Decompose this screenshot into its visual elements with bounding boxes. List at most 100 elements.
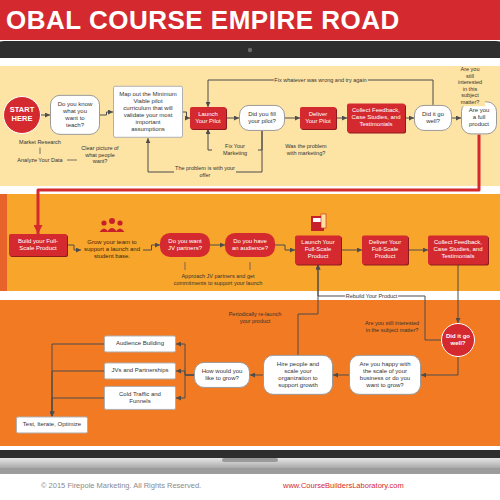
note-label: Clear picture of what people want? <box>77 145 123 165</box>
node-text: Collect Feedback, Case Studies, and Test… <box>431 239 485 260</box>
node-text: JVs and Partnerships <box>111 367 168 374</box>
flow-arrow <box>67 245 81 250</box>
node-text: Build your Full-Scale Product <box>12 238 64 252</box>
flow-arrow <box>52 398 104 416</box>
laptop-screen <box>0 58 500 450</box>
node-text: Are you a full product <box>468 107 490 128</box>
node-text: START HERE <box>7 106 37 124</box>
action-box: Launch Your Pilot <box>190 107 226 129</box>
node-text: Collect Feedback, Case Studies, and Test… <box>350 107 402 128</box>
step-box: Cold Traffic and Funnels <box>104 386 176 410</box>
node-text: Deliver Your Full-Scale Product <box>365 239 405 260</box>
node-text: Launch Your Pilot <box>193 111 223 125</box>
laptop-base <box>0 458 500 468</box>
node-text: Did it go well? <box>445 333 471 347</box>
action-box: Build your Full-Scale Product <box>9 234 67 256</box>
note-label: Was the problem with marketing? <box>279 143 333 156</box>
flow-arrow <box>210 245 225 246</box>
decision-oval: Are you happy with the scale of your bus… <box>349 355 421 395</box>
flow-arrow <box>275 245 295 250</box>
flow-arrow <box>458 265 459 323</box>
node-text: Did it go well? <box>421 111 445 125</box>
flow-arrow <box>143 245 160 250</box>
step-text: Grow your team to support a launch and s… <box>81 237 143 262</box>
note-label: Approach JV partners and get commitments… <box>165 273 271 286</box>
flow-arrow <box>176 371 194 375</box>
terminal-circle: START HERE <box>3 96 41 134</box>
pilot-band <box>0 66 500 186</box>
decision-oval: Did you fill your pilot? <box>239 105 285 131</box>
note-label: Are you still interested in the subject … <box>362 320 422 333</box>
title: OBAL COURSE EMPIRE ROAD <box>6 5 400 36</box>
node-text: Map out the Minimum Viable pilot curricu… <box>119 91 177 133</box>
node-text: Cold Traffic and Funnels <box>110 391 170 405</box>
step-box: Map out the Minimum Viable pilot curricu… <box>113 86 183 138</box>
band-edge <box>0 194 7 291</box>
note-label: Are you still interested in this subject… <box>455 66 485 106</box>
flow-arrow <box>100 112 113 115</box>
flow-arrow <box>52 371 104 416</box>
node-text: Hire people and scale your organization … <box>270 361 326 389</box>
flow-arrow <box>405 118 414 119</box>
decision-oval: Do you know what you want to teach? <box>50 95 100 135</box>
edge-label: Fix whatever was wrong and try again <box>273 77 367 84</box>
node-text: Deliver Your Pilot <box>303 111 333 125</box>
edge-label: Rebuild Your Product <box>345 293 399 300</box>
node-text: Audience Building <box>116 340 164 347</box>
decision-oval: Hire people and scale your organization … <box>263 355 333 395</box>
flow-arrow <box>298 265 318 355</box>
flow-arrow <box>176 344 194 375</box>
action-box: Collect Feedback, Case Studies, and Test… <box>347 103 405 132</box>
action-box: Launch Your Full-Scale Product <box>295 235 341 264</box>
note-label: Periodically re-launch your product <box>223 311 287 324</box>
title-banner <box>0 0 500 40</box>
note-label: Market Research <box>18 139 62 146</box>
action-box: Deliver Your Pilot <box>300 107 336 129</box>
node-text: Do you know what you want to teach? <box>57 101 93 129</box>
node-text: Grow your team to support a launch and s… <box>83 239 141 260</box>
flow-arrow <box>226 118 239 119</box>
edge-label: Fix Your Marketing <box>212 143 258 156</box>
team-icon <box>100 218 125 232</box>
footer-text: www.CourseBuildersLaboratory.com <box>282 481 405 490</box>
note-label: Analyze Your Data <box>16 157 63 164</box>
edge-label: The problem is with your offer <box>174 165 236 178</box>
flow-arrow <box>285 118 300 119</box>
step-box: Audience Building <box>104 335 176 352</box>
flow-arrow <box>318 265 441 340</box>
flow-arrow <box>341 250 362 251</box>
product-band <box>0 194 500 291</box>
flow-arrow <box>408 250 428 251</box>
action-box: Collect Feedback, Case Studies, and Test… <box>428 235 488 264</box>
decision-oval: Did it go well? <box>414 105 452 131</box>
step-box: Test, Iterate, Optimize <box>16 416 88 433</box>
footer-text: © 2015 Firepole Marketing. All Rights Re… <box>40 481 202 490</box>
book-icon <box>311 214 326 231</box>
node-text: Do you have an audience? <box>231 238 269 252</box>
laptop-lip <box>0 468 500 474</box>
node-text: Did you fill your pilot? <box>246 111 278 125</box>
decision-oval: Are you a full product <box>461 101 497 134</box>
flow-arrow <box>183 112 190 118</box>
node-text: Test, Iterate, Optimize <box>23 421 81 428</box>
decision-oval: How would you like to grow? <box>194 362 250 388</box>
flow-arrow <box>333 375 349 376</box>
node-text: Are you happy with the scale of your bus… <box>356 361 414 389</box>
step-box: JVs and Partnerships <box>104 362 176 379</box>
action-box: Deliver Your Full-Scale Product <box>362 235 408 264</box>
terminal-circle: Did it go well? <box>441 323 475 357</box>
flow-arrow <box>41 115 50 116</box>
decision-oval: Do you have an audience? <box>225 233 275 257</box>
flow-arrow <box>176 375 194 398</box>
flow-arrow <box>250 375 263 376</box>
leader-line <box>40 148 250 271</box>
laptop-notch <box>222 458 278 462</box>
flow-arrow <box>336 118 347 119</box>
flow-arrow <box>421 357 458 375</box>
decision-oval: Do you want JV partners? <box>160 233 210 257</box>
laptop-bezel <box>0 41 500 459</box>
camera-dot <box>248 48 252 52</box>
flow-arrow <box>452 118 461 119</box>
node-text: Launch Your Full-Scale Product <box>298 239 338 260</box>
node-text: Do you want JV partners? <box>166 238 204 252</box>
